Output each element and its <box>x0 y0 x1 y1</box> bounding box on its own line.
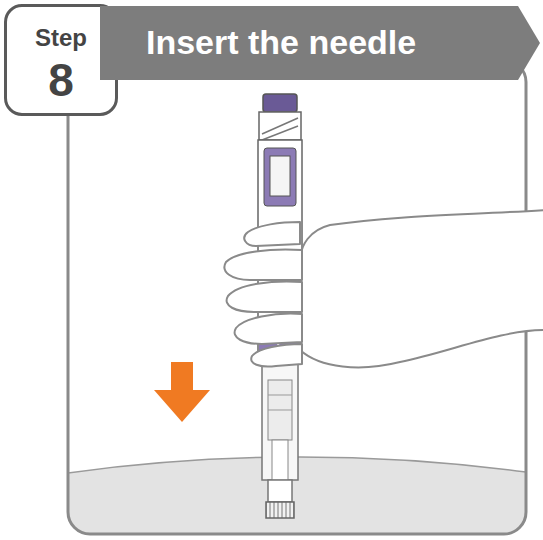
step-label: Step <box>35 25 87 51</box>
step-title: Insert the needle <box>146 24 416 61</box>
step-number: 8 <box>48 55 74 106</box>
title-banner: Insert the needle <box>100 6 540 80</box>
down-arrow <box>154 362 210 422</box>
hand <box>224 210 543 367</box>
